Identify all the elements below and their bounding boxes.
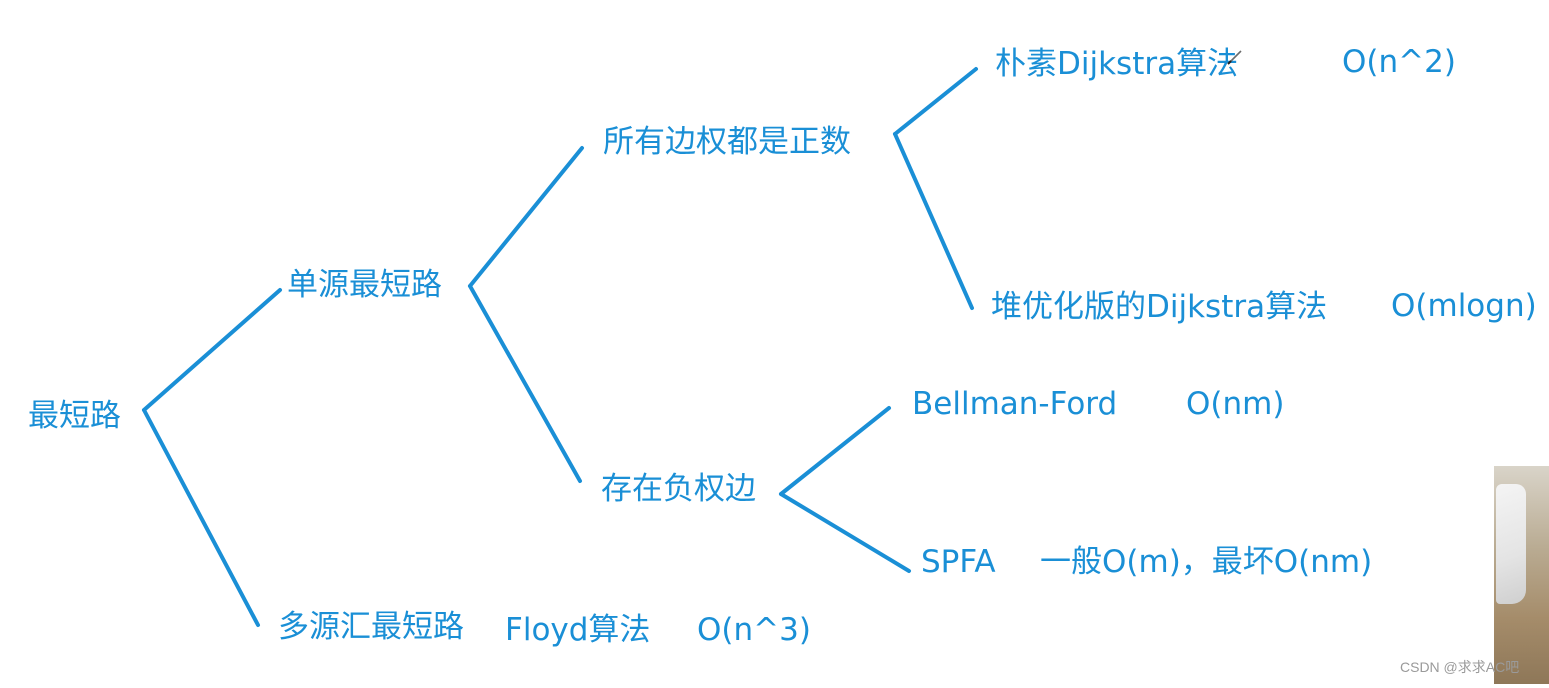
edge-positive-heap [893, 132, 974, 310]
complexity-spfa: 一般O(m)，最坏O(nm) [1040, 544, 1373, 580]
complexity-bellman-ford: O(nm) [1186, 386, 1285, 422]
pen-cursor-icon [1227, 50, 1242, 65]
edge-positive-naive [893, 67, 978, 136]
edge-single-negative [468, 284, 582, 483]
node-negative-edge: 存在负权边 [601, 471, 756, 507]
edge-negative-spfa [779, 492, 911, 573]
edge-single-positive [468, 146, 584, 288]
node-bellman-ford: Bellman-Ford [912, 386, 1118, 422]
node-spfa: SPFA [921, 544, 996, 580]
complexity-heap-dijkstra: O(mlogn) [1391, 288, 1537, 324]
node-heap-dijkstra: 堆优化版的Dijkstra算法 [991, 289, 1328, 325]
photo-cloth-shape [1496, 484, 1526, 604]
complexity-naive-dijkstra: O(n^2) [1342, 44, 1456, 80]
edge-negative-bellman [779, 406, 891, 496]
complexity-floyd: O(n^3) [697, 612, 811, 648]
photo-thumbnail [1494, 466, 1549, 684]
node-floyd: Floyd算法 [505, 612, 651, 648]
edge-root-single [142, 288, 282, 412]
edge-root-multi [142, 408, 260, 627]
node-root: 最短路 [28, 398, 121, 434]
node-multi-source: 多源汇最短路 [278, 609, 464, 645]
node-single-source: 单源最短路 [287, 267, 442, 303]
csdn-watermark: CSDN @求求AC吧 [1400, 659, 1520, 675]
node-naive-dijkstra: 朴素Dijkstra算法 [995, 46, 1239, 82]
node-all-positive: 所有边权都是正数 [603, 124, 851, 160]
